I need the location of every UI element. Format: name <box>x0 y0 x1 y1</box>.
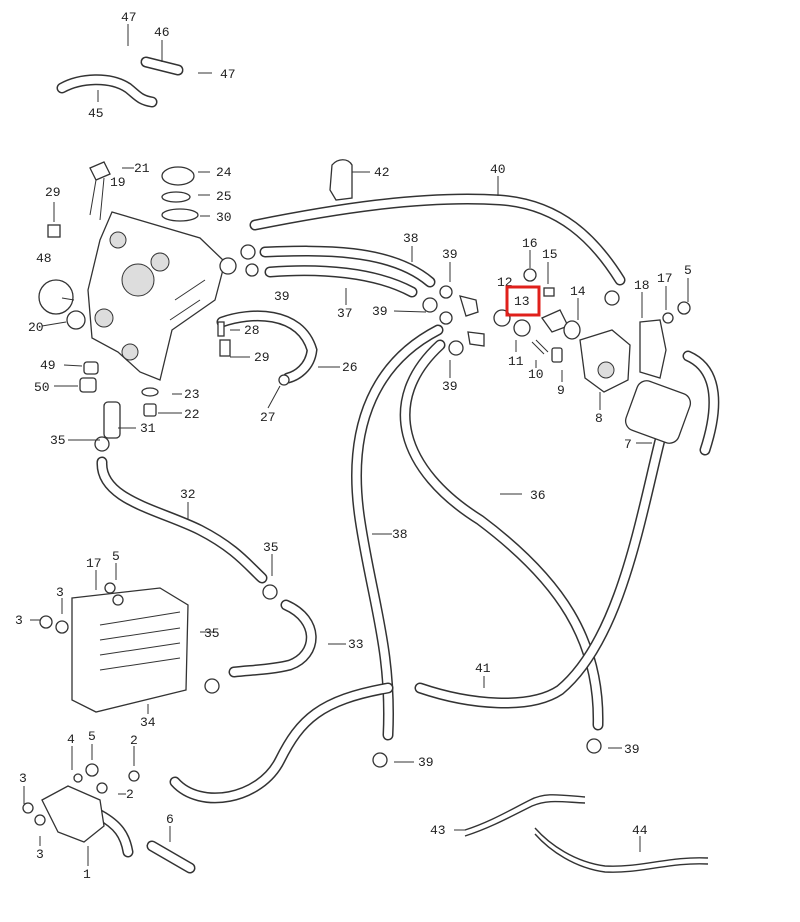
callout-45: 45 <box>88 106 104 121</box>
callout-31: 31 <box>140 421 156 436</box>
callout-18: 18 <box>634 278 650 293</box>
callout-7: 7 <box>624 437 632 452</box>
callout-38: 38 <box>403 231 419 246</box>
callout-47: 47 <box>220 67 236 82</box>
callout-42: 42 <box>374 165 390 180</box>
callout-24: 24 <box>216 165 232 180</box>
callout-39: 39 <box>624 742 640 757</box>
callout-35: 35 <box>263 540 279 555</box>
callout-21: 21 <box>134 161 150 176</box>
callout-13: 13 <box>514 294 530 309</box>
callout-19: 19 <box>110 175 126 190</box>
callout-50: 50 <box>34 380 50 395</box>
callout-22: 22 <box>184 407 200 422</box>
callout-27: 27 <box>260 410 276 425</box>
callout-29: 29 <box>254 350 270 365</box>
callout-38: 38 <box>392 527 408 542</box>
callout-39: 39 <box>274 289 290 304</box>
callout-35: 35 <box>50 433 66 448</box>
callout-46: 46 <box>154 25 170 40</box>
callout-3: 3 <box>15 613 23 628</box>
callout-41: 41 <box>475 661 491 676</box>
callout-5: 5 <box>684 263 692 278</box>
callout-10: 10 <box>528 367 544 382</box>
parts <box>22 159 692 843</box>
callout-4: 4 <box>67 732 75 747</box>
callout-14: 14 <box>570 284 586 299</box>
callout-44: 44 <box>632 823 648 838</box>
callout-32: 32 <box>180 487 196 502</box>
callout-39: 39 <box>442 379 458 394</box>
callout-1: 1 <box>83 867 91 882</box>
callout-2: 2 <box>130 733 138 748</box>
callout-9: 9 <box>557 383 565 398</box>
callout-6: 6 <box>166 812 174 827</box>
hoses <box>56 56 720 874</box>
callout-5: 5 <box>88 729 96 744</box>
callout-25: 25 <box>216 189 232 204</box>
callout-40: 40 <box>490 162 506 177</box>
callout-49: 49 <box>40 358 56 373</box>
callout-16: 16 <box>522 236 538 251</box>
callout-28: 28 <box>244 323 260 338</box>
callout-5: 5 <box>112 549 120 564</box>
callout-36: 36 <box>530 488 546 503</box>
highlight-callout-13: 13 <box>505 285 541 317</box>
callout-47: 47 <box>121 10 137 25</box>
callout-23: 23 <box>184 387 200 402</box>
callout-17: 17 <box>657 271 673 286</box>
callout-8: 8 <box>595 411 603 426</box>
callout-20: 20 <box>28 320 44 335</box>
callout-17: 17 <box>86 556 102 571</box>
callout-26: 26 <box>342 360 358 375</box>
callout-3: 3 <box>19 771 27 786</box>
callout-3: 3 <box>36 847 44 862</box>
callout-34: 34 <box>140 715 156 730</box>
callout-48: 48 <box>36 251 52 266</box>
callout-37: 37 <box>337 306 353 321</box>
highlight-box <box>505 285 541 317</box>
callout-15: 15 <box>542 247 558 262</box>
callout-29: 29 <box>45 185 61 200</box>
callout-30: 30 <box>216 210 232 225</box>
callout-33: 33 <box>348 637 364 652</box>
callout-2: 2 <box>126 787 134 802</box>
callout-39: 39 <box>372 304 388 319</box>
callout-11: 11 <box>508 354 524 369</box>
callout-labels: 47 46 47 45 21 19 24 25 30 29 48 20 49 5… <box>15 10 692 882</box>
callout-43: 43 <box>430 823 446 838</box>
callout-39: 39 <box>418 755 434 770</box>
callout-35: 35 <box>204 626 220 641</box>
leader-lines <box>23 24 689 866</box>
callout-3: 3 <box>56 585 64 600</box>
callout-39: 39 <box>442 247 458 262</box>
